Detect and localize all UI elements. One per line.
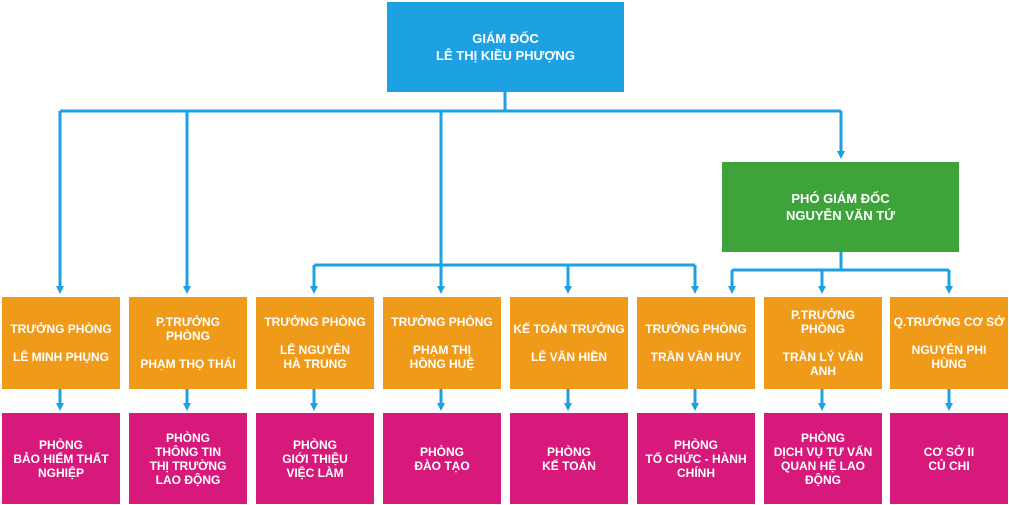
- department-line: BẢO HIỂM THẤT: [13, 451, 109, 466]
- head-title-line: TRƯỞNG PHÒNG: [10, 322, 112, 336]
- head-name-line: LÊ VĂN HIỀN: [530, 350, 607, 364]
- head-name-line: LÊ NGUYỄN: [279, 343, 350, 357]
- head-name-line: HÙNG: [931, 357, 967, 371]
- department-line: PHÒNG: [546, 444, 591, 459]
- head-title-line: P.TRƯỞNG: [156, 315, 220, 329]
- director-title: GIÁM ĐỐC: [472, 31, 539, 46]
- department-line: DỊCH VỤ TƯ VẤN: [773, 444, 873, 459]
- department-line: THỊ TRƯỜNG: [149, 458, 227, 473]
- head-title-line: PHÒNG: [800, 322, 845, 336]
- head-title-line: TRƯỞNG PHÒNG: [391, 315, 493, 329]
- department-line: TỔ CHỨC - HÀNH: [645, 451, 747, 466]
- unit-head-title: TRƯỞNG PHÒNG: [10, 322, 112, 336]
- head-title-line: P.TRƯỞNG: [791, 308, 855, 322]
- head-name-line: PHẠM THỊ: [412, 343, 471, 357]
- head-title-line: Q.TRƯỞNG CƠ SỞ: [893, 315, 1005, 329]
- department-line: CƠ SỞ II: [923, 444, 975, 459]
- deputy-name: NGUYỄN VĂN TỨ: [785, 208, 895, 223]
- unit-head-name: LÊ MINH PHỤNG: [13, 350, 109, 364]
- unit-head-name: LÊ VĂN HIỀN: [531, 350, 607, 364]
- unit-head-name: TRẦN VĂN HUY: [651, 350, 742, 364]
- department-line: LAO ĐỘNG: [155, 472, 221, 487]
- department-line: QUAN HỆ LAO: [781, 458, 865, 473]
- director-name: LÊ THỊ KIỀU PHƯỢNG: [436, 48, 575, 63]
- department-line: THÔNG TIN: [155, 444, 221, 459]
- head-name-line: LÊ MINH PHỤNG: [13, 350, 109, 364]
- deputy-title: PHÓ GIÁM ĐỐC: [791, 191, 890, 206]
- department-line: PHÒNG: [38, 437, 83, 452]
- department-line: PHÒNG: [673, 437, 718, 452]
- head-title-line: PHÒNG: [165, 329, 210, 343]
- department-line: ĐÀO TẠO: [414, 458, 470, 473]
- department-line: GIỚI THIỆU: [282, 451, 348, 466]
- head-name-line: PHẠM THỌ THÁI: [140, 357, 236, 371]
- head-title-line: TRƯỞNG PHÒNG: [645, 322, 747, 336]
- department-line: NGHIỆP: [37, 465, 84, 480]
- unit-head-name: PHẠM THỌ THÁI: [140, 357, 235, 371]
- department-line: KẾ TOÁN: [542, 458, 596, 473]
- department-line: VIỆC LÀM: [286, 465, 344, 480]
- department-line: CỦ CHI: [928, 458, 970, 473]
- department-line: CHÍNH: [677, 465, 715, 480]
- head-name-line: TRẦN LÝ VÂN: [782, 350, 864, 364]
- unit-head-box: TRƯỞNG PHÒNG LÊ MINH PHỤNG: [2, 297, 120, 389]
- deputy-director-box: PHÓ GIÁM ĐỐC NGUYỄN VĂN TỨ: [722, 162, 959, 252]
- unit-head-box: KẾ TOÁN TRƯỞNG LÊ VĂN HIỀN: [510, 297, 628, 389]
- unit-head-title: Q.TRƯỞNG CƠ SỞ: [894, 315, 1005, 329]
- head-title-line: TRƯỞNG PHÒNG: [264, 315, 366, 329]
- head-title-line: KẾ TOÁN TRƯỞNG: [513, 322, 625, 336]
- department-line: PHÒNG: [165, 430, 210, 445]
- department-line: PHÒNG: [292, 437, 337, 452]
- unit-head-title: KẾ TOÁN TRƯỞNG: [513, 322, 624, 336]
- head-name-line: TRẦN VĂN HUY: [650, 350, 742, 364]
- unit-head-title: TRƯỞNG PHÒNG: [645, 322, 747, 336]
- head-name-line: ANH: [809, 364, 836, 378]
- head-name-line: NGUYỄN PHI: [911, 343, 987, 357]
- unit-head-title: TRƯỞNG PHÒNG: [264, 315, 366, 329]
- unit-head-title: TRƯỞNG PHÒNG: [391, 315, 493, 329]
- department-line: ĐỘNG: [805, 472, 841, 487]
- unit-head-box: TRƯỞNG PHÒNG TRẦN VĂN HUY: [637, 297, 755, 389]
- head-name-line: HÀ TRUNG: [283, 357, 347, 371]
- head-name-line: HỒNG HUỆ: [409, 357, 475, 371]
- department-line: PHÒNG: [800, 430, 845, 445]
- department-line: PHÒNG: [419, 444, 464, 459]
- director-box: GIÁM ĐỐC LÊ THỊ KIỀU PHƯỢNG: [387, 2, 624, 92]
